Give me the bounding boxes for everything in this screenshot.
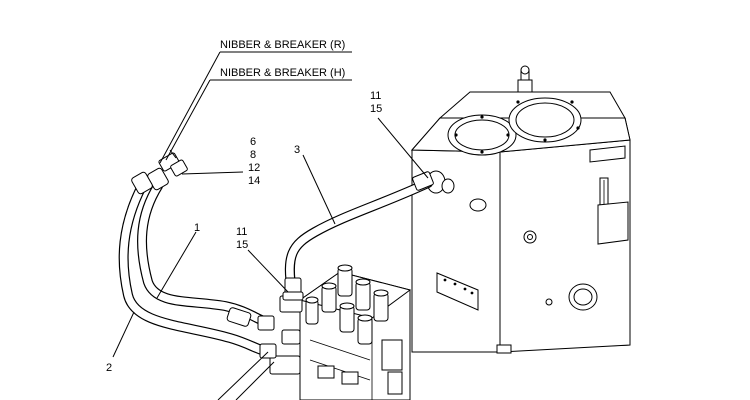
drain-plate	[436, 272, 479, 311]
side-fitting	[469, 198, 487, 212]
tank-cover-left-inner	[454, 119, 510, 151]
callout-3: 3	[294, 144, 300, 156]
callout-11-top: 11	[370, 90, 381, 102]
bolt	[576, 126, 580, 130]
callout-1: 1	[194, 222, 200, 234]
stop-valve	[170, 159, 188, 177]
spool	[357, 317, 373, 345]
breather-knob	[520, 65, 530, 75]
control-valve	[269, 264, 412, 400]
bolt	[480, 115, 484, 119]
hoses	[118, 149, 434, 359]
tank-side-face	[499, 139, 631, 353]
callout-15-mid: 15	[236, 239, 248, 251]
callout-2: 2	[106, 362, 112, 374]
hose-fitting	[257, 315, 275, 331]
bolt	[454, 133, 458, 137]
label-breaker-h: NIBBER & BREAKER (H)	[220, 67, 345, 79]
hose-fitting	[282, 291, 304, 301]
bolt	[506, 133, 510, 137]
hose-fitting	[226, 307, 252, 327]
spool	[337, 267, 353, 297]
label-breaker-r: NIBBER & BREAKER (R)	[220, 39, 345, 51]
tank-inlet-boss	[441, 178, 455, 194]
tank-foot	[496, 344, 512, 354]
callout-14: 14	[248, 175, 260, 187]
hose-3	[286, 179, 432, 296]
spool	[339, 305, 355, 333]
spool	[305, 299, 319, 325]
valve-fitting	[269, 355, 301, 375]
front-port-inner	[527, 234, 533, 240]
bolt	[516, 100, 520, 104]
hose-coupling	[131, 171, 153, 195]
callout-11-mid: 11	[236, 226, 247, 238]
hose-2	[119, 182, 272, 356]
breather-body	[517, 79, 533, 93]
labels: NIBBER & BREAKER (R) NIBBER & BREAKER (H…	[106, 39, 382, 374]
hose-fitting	[412, 171, 434, 191]
callout-8: 8	[250, 149, 256, 161]
bolt	[480, 150, 484, 154]
spool	[355, 281, 371, 311]
callout-12: 12	[248, 162, 260, 174]
spool	[373, 292, 389, 322]
hose-fitting	[259, 343, 277, 359]
side-panel	[597, 201, 629, 245]
callout-15-top: 15	[370, 103, 382, 115]
leader-lines	[112, 51, 429, 400]
hydraulic-tank	[410, 65, 631, 354]
tank-cover-right-inner	[515, 102, 575, 138]
filter-cap	[573, 288, 593, 306]
small-fitting	[545, 298, 553, 306]
valve-fitting	[281, 329, 301, 345]
bolt	[570, 100, 574, 104]
hose-1	[138, 182, 270, 326]
callout-6: 6	[250, 136, 256, 148]
side-bracket	[589, 145, 626, 163]
bolt	[543, 138, 547, 142]
spool	[321, 285, 337, 313]
